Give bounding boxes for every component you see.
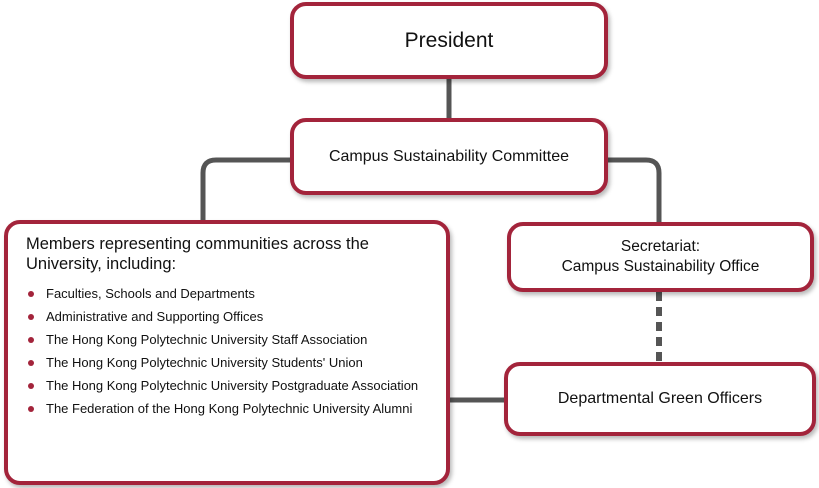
members-list-item: The Hong Kong Polytechnic University Pos… <box>26 378 430 394</box>
members-item-text: Administrative and Supporting Offices <box>46 309 264 324</box>
members-item-text: The Hong Kong Polytechnic University Pos… <box>46 378 419 393</box>
members-list-item: The Hong Kong Polytechnic University Stu… <box>26 355 430 371</box>
members-list-item: Administrative and Supporting Offices <box>26 309 430 325</box>
members-item-text: Faculties, Schools and Departments <box>46 286 255 301</box>
members-list: Faculties, Schools and Departments Admin… <box>26 286 430 417</box>
members-item-text: The Hong Kong Polytechnic University Sta… <box>46 332 368 347</box>
secretariat-node: Secretariat: Campus Sustainability Offic… <box>507 222 814 292</box>
bullet-icon <box>28 337 34 343</box>
members-title: Members representing communities across … <box>26 235 369 273</box>
members-list-item: The Hong Kong Polytechnic University Sta… <box>26 332 430 348</box>
members-list-item: The Federation of the Hong Kong Polytech… <box>26 401 430 417</box>
members-item-text: The Hong Kong Polytechnic University Stu… <box>46 355 363 370</box>
members-list-item: Faculties, Schools and Departments <box>26 286 430 302</box>
committee-node: Campus Sustainability Committee <box>290 118 608 195</box>
president-node: President <box>290 2 608 79</box>
green-officers-label: Departmental Green Officers <box>557 390 763 407</box>
green-officers-node: Departmental Green Officers <box>504 362 816 436</box>
bullet-icon <box>28 314 34 320</box>
members-item-text: The Federation of the Hong Kong Polytech… <box>46 401 413 416</box>
edge-committee-secretariat <box>606 157 662 224</box>
bullet-icon <box>28 406 34 412</box>
president-label: President <box>404 28 494 52</box>
bullet-icon <box>28 360 34 366</box>
secretariat-label-line2: Campus Sustainability Office <box>561 258 760 275</box>
members-node: Members representing communities across … <box>4 220 450 485</box>
bullet-icon <box>28 291 34 297</box>
committee-label: Campus Sustainability Committee <box>328 147 570 165</box>
bullet-icon <box>28 383 34 389</box>
secretariat-label-line1: Secretariat: <box>620 238 701 255</box>
edge-committee-members <box>200 157 292 222</box>
